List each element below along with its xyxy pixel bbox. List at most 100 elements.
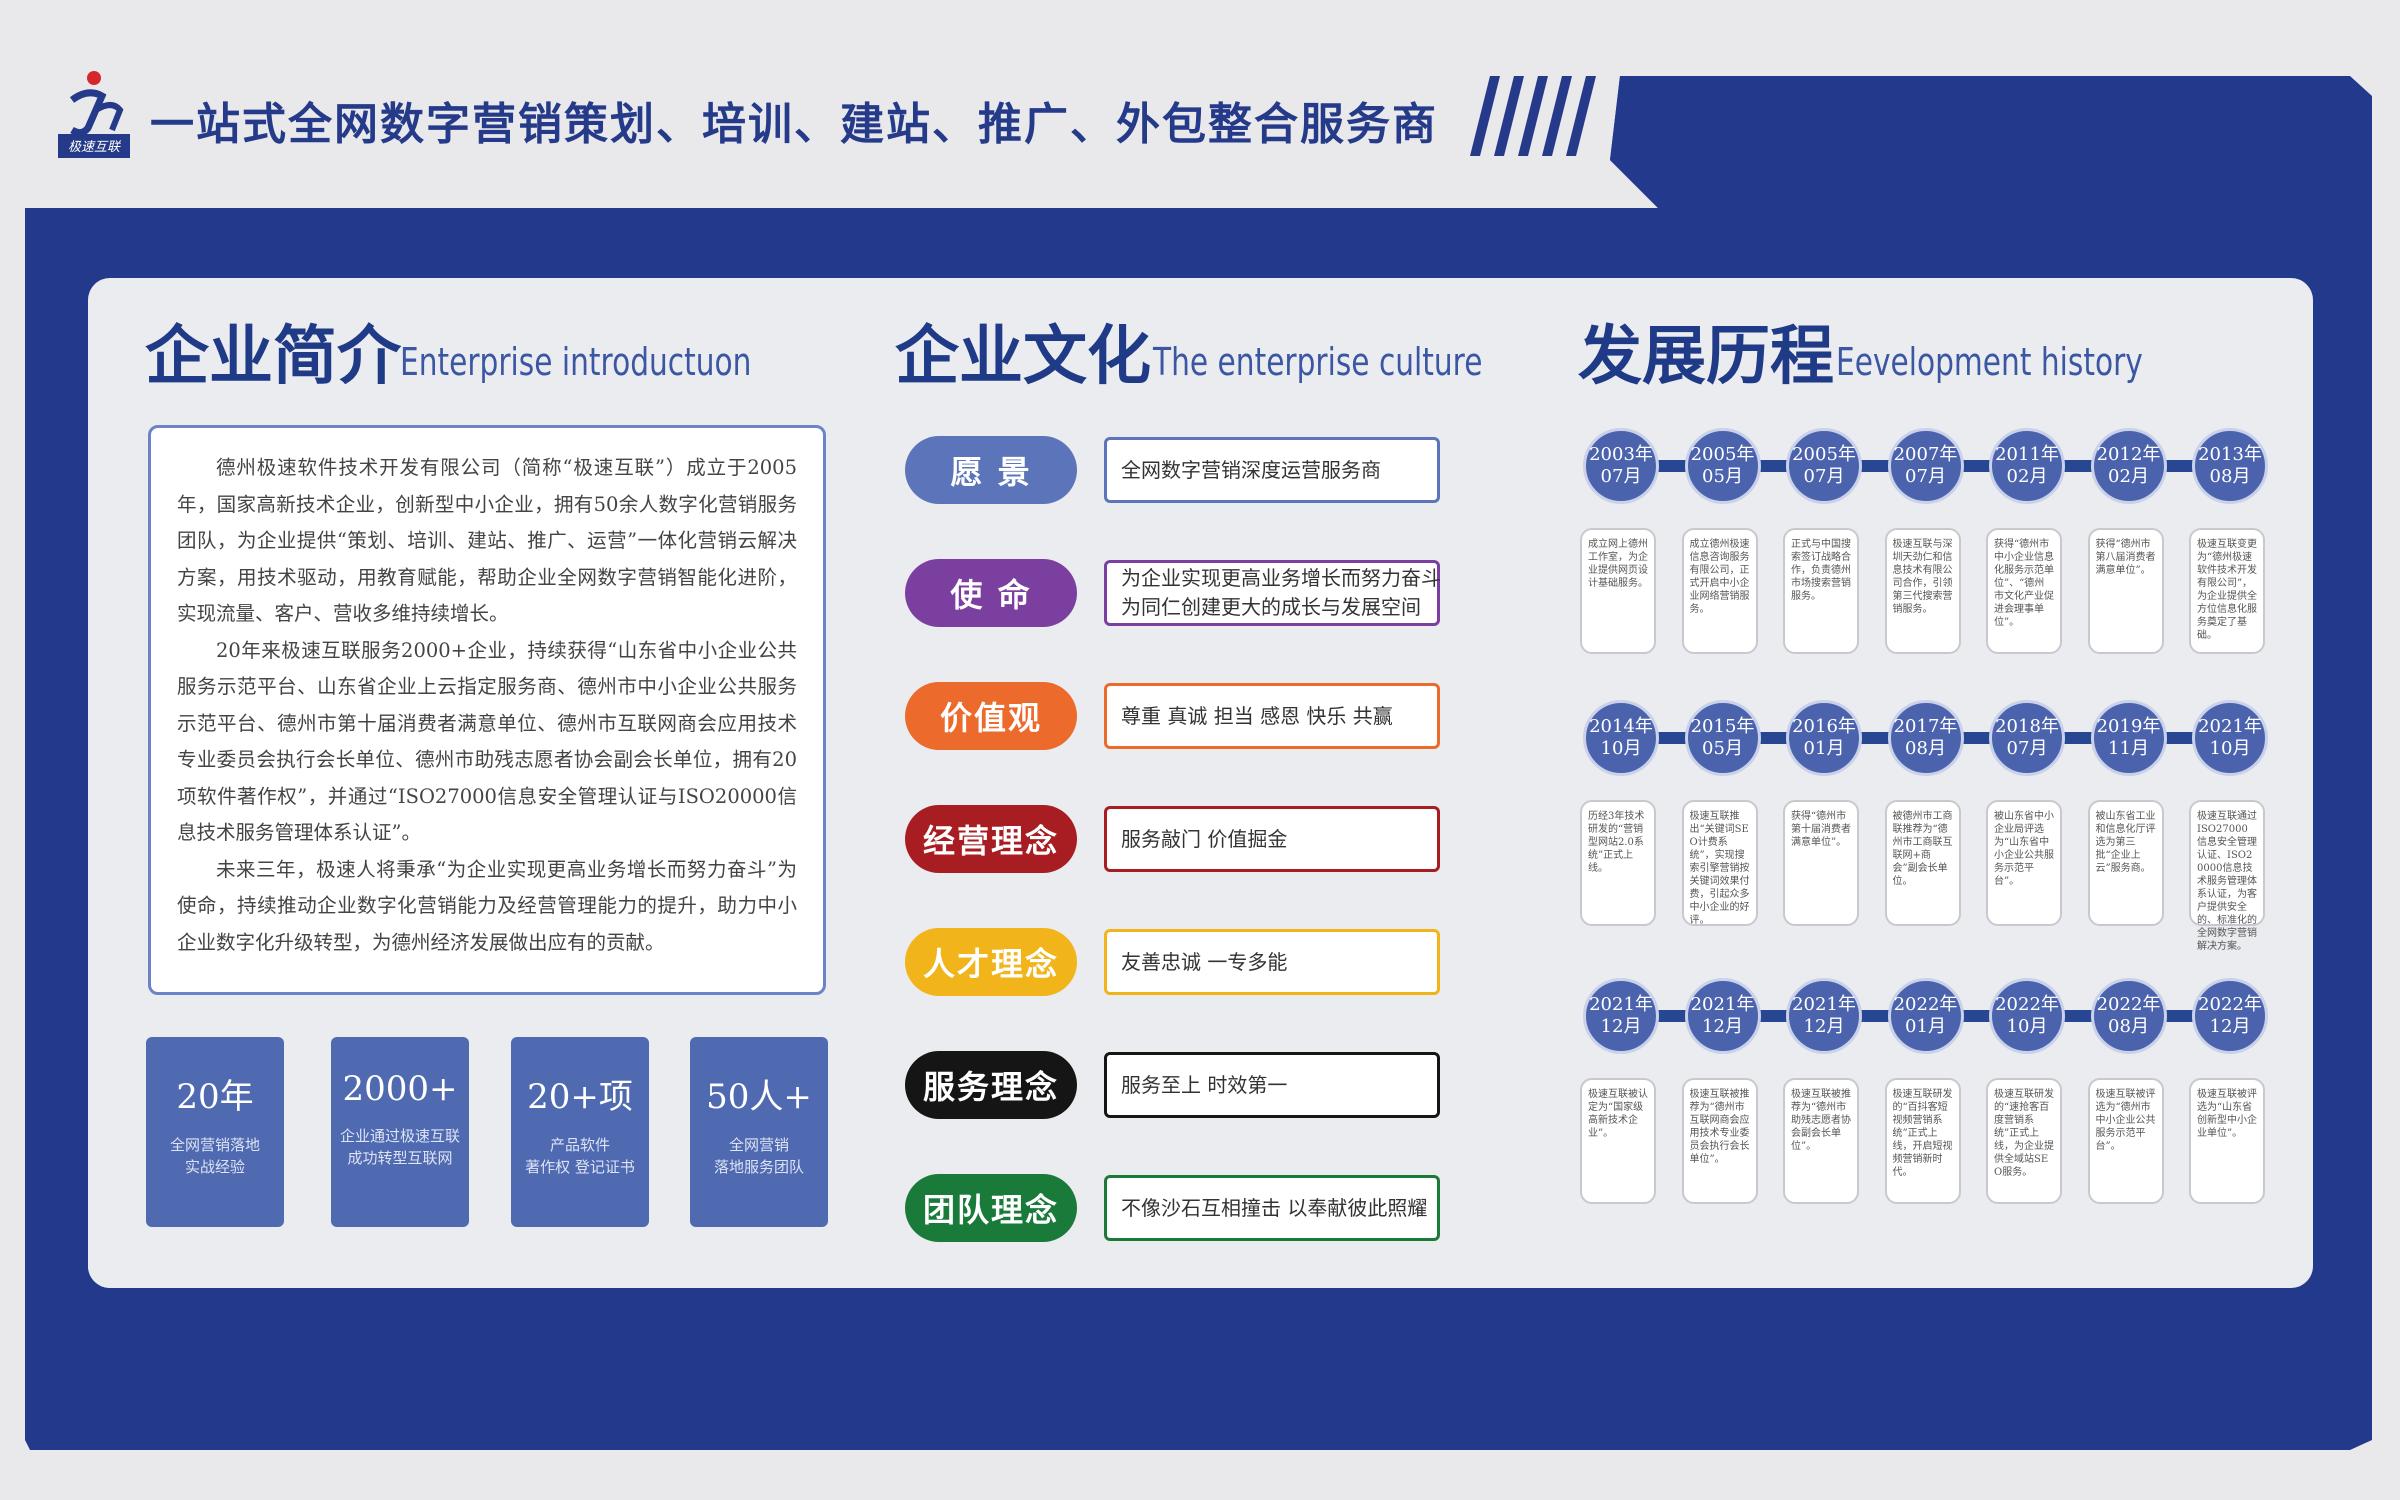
timeline-month: 02月 [2108, 466, 2149, 487]
timeline-event-card: 历经3年技术研发的“营销型网站2.0系统”正式上线。 [1580, 800, 1656, 926]
timeline-event-card: 极速互联与深圳天劲仁和信息技术有限公司合作，引领第三代搜索营销服务。 [1884, 528, 1961, 654]
timeline-year: 2003年 [1589, 444, 1653, 465]
timeline-month: 08月 [2209, 466, 2251, 487]
timeline-month: 12月 [1702, 1016, 1743, 1037]
timeline-event-card: 极速互联推出“关键词SEO计费系统”，实现搜索引擎营销按关键词效果付费，引起众多… [1681, 800, 1758, 926]
timeline-month: 01月 [1905, 1016, 1946, 1037]
culture-label-pill: 服务理念 [905, 1051, 1077, 1119]
timeline-year: 2005年 [1792, 444, 1856, 465]
timeline-year: 2022年 [1995, 994, 2059, 1015]
intro-subtitle: Enterprise introductuon [400, 340, 752, 384]
culture-label-pill: 团队理念 [905, 1174, 1077, 1242]
timeline-event-card: 极速互联变更为“德州极速软件技术开发有限公司”，为企业提供全方位信息化服务奠定了… [2189, 528, 2265, 654]
timeline-month: 02月 [2006, 466, 2048, 487]
stat-number: 50人+ [706, 1077, 812, 1117]
header-title: 一站式全网数字营销策划、培训、建站、推广、外包整合服务商 [150, 99, 1438, 150]
culture-text-line: 为企业实现更高业务增长而努力奋斗 [1121, 566, 1441, 590]
timeline-year: 2015年 [1690, 716, 1755, 737]
culture-subtitle: The enterprise culture [1153, 340, 1483, 384]
timeline-event-card: 极速互联被评选为“德州市中小企业公共服务示范平台”。 [2087, 1078, 2164, 1204]
timeline-year: 2011年 [1995, 444, 2059, 465]
culture-text-box: 尊重 真诚 担当 感恩 快乐 共赢 [1104, 683, 1440, 749]
timeline-year: 2012年 [2096, 444, 2161, 465]
timeline-month: 01月 [1803, 738, 1845, 759]
timeline-event-card: 获得“德州市中小企业信息化服务示范单位”、“德州市文化产业促进会理事单位”。 [1986, 528, 2062, 654]
timeline-year: 2021年 [2198, 716, 2262, 737]
timeline-event-card: 极速互联研发的“百抖客短视频营销系统”正式上线，开启短视频营销新时代。 [1884, 1078, 1961, 1204]
intro-paragraph: 未来三年，极速人将秉承“为企业实现更高业务增长而努力奋斗”为使命，持续推动企业数… [177, 857, 797, 954]
company-logo: 极速互联 [58, 70, 130, 158]
timeline-year: 2022年 [1893, 994, 1958, 1015]
culture-text-box: 服务敲门 价值掘金 [1104, 806, 1440, 872]
timeline-year: 2021年 [1690, 994, 1755, 1015]
intro-text-box: 德州极速软件技术开发有限公司（简称“极速互联”）成立于2005年，国家高新技术企… [148, 425, 826, 995]
timeline-month: 08月 [1905, 738, 1946, 759]
timeline-event-card: 正式与中国搜索签订战略合作，负责德州市场搜索营销服务。 [1783, 528, 1859, 654]
stat-desc-line: 著作权 登记证书 [525, 1158, 635, 1176]
timeline-month: 12月 [1600, 1016, 1642, 1037]
timeline-month: 05月 [1702, 466, 1743, 487]
timeline-event-card: 极速互联被评选为“山东省创新型中小企业单位”。 [2189, 1078, 2265, 1204]
culture-text-line: 不像沙石互相撞击 以奉献彼此照耀 [1121, 1195, 1428, 1220]
intro-title: 企业简介 [145, 320, 401, 394]
timeline-year: 2021年 [1589, 994, 1653, 1015]
stat-desc-line: 落地服务团队 [713, 1158, 804, 1176]
history-title: 发展历程 [1578, 320, 1834, 394]
stat-desc-line: 实战经验 [184, 1158, 245, 1176]
timeline-event-card: 获得“德州市第十届消费者满意单位”。 [1783, 800, 1859, 926]
stat-card: 20+项 产品软件 著作权 登记证书 [511, 1037, 649, 1227]
culture-title: 企业文化 [895, 320, 1151, 394]
timeline-year: 2014年 [1589, 716, 1653, 737]
timeline-event-card: 被山东省工业和信息化厅评选为第三批“企业上云”服务商。 [2087, 800, 2164, 926]
timeline-event-card: 极速互联被认定为“国家级高新技术企业”。 [1580, 1078, 1656, 1204]
timeline-month: 07月 [1600, 466, 1642, 487]
stat-card: 20年 全网营销落地 实战经验 [146, 1037, 284, 1227]
timeline-year: 2013年 [2198, 444, 2262, 465]
timeline-event-card: 被山东省中小企业局评选为“山东省中小企业公共服务示范平台”。 [1986, 800, 2062, 926]
timeline-month: 11月 [2108, 738, 2149, 759]
stat-card: 50人+ 全网营销 落地服务团队 [690, 1037, 828, 1227]
stat-card: 2000+ 企业通过极速互联 成功转型互联网 [331, 1037, 469, 1227]
culture-text-line: 服务至上 时效第一 [1121, 1072, 1288, 1097]
header-stripes-decoration [1470, 76, 1596, 156]
stat-desc-line: 成功转型互联网 [347, 1149, 453, 1167]
timeline-month: 10月 [2006, 1016, 2048, 1037]
timeline-year: 2005年 [1690, 444, 1755, 465]
stat-desc-line: 全网营销 [728, 1136, 789, 1154]
timeline-year: 2016年 [1792, 716, 1856, 737]
intro-paragraph: 德州极速软件技术开发有限公司（简称“极速互联”）成立于2005年，国家高新技术企… [177, 456, 797, 625]
culture-text-line: 为同仁创建更大的成长与发展空间 [1121, 595, 1421, 619]
culture-label-pill: 价值观 [905, 682, 1077, 750]
stat-desc-line: 企业通过极速互联 [339, 1127, 460, 1145]
stat-desc-line: 全网营销落地 [169, 1136, 260, 1154]
culture-text-box: 全网数字营销深度运营服务商 [1104, 437, 1440, 503]
stat-number: 2000+ [342, 1069, 458, 1109]
timeline-month: 10月 [1600, 738, 1642, 759]
timeline-month: 05月 [1702, 738, 1743, 759]
timeline-year: 2007年 [1893, 444, 1958, 465]
history-subtitle: Eevelopment history [1836, 340, 2143, 384]
culture-label-pill: 愿 景 [905, 436, 1077, 504]
timeline-event-card: 被德州市工商联推荐为“德州市工商联互联网+商会”副会长单位。 [1884, 800, 1961, 926]
culture-text-box: 友善忠诚 一专多能 [1104, 929, 1440, 995]
culture-text-box: 服务至上 时效第一 [1104, 1052, 1440, 1118]
culture-label-pill: 使 命 [905, 559, 1077, 627]
